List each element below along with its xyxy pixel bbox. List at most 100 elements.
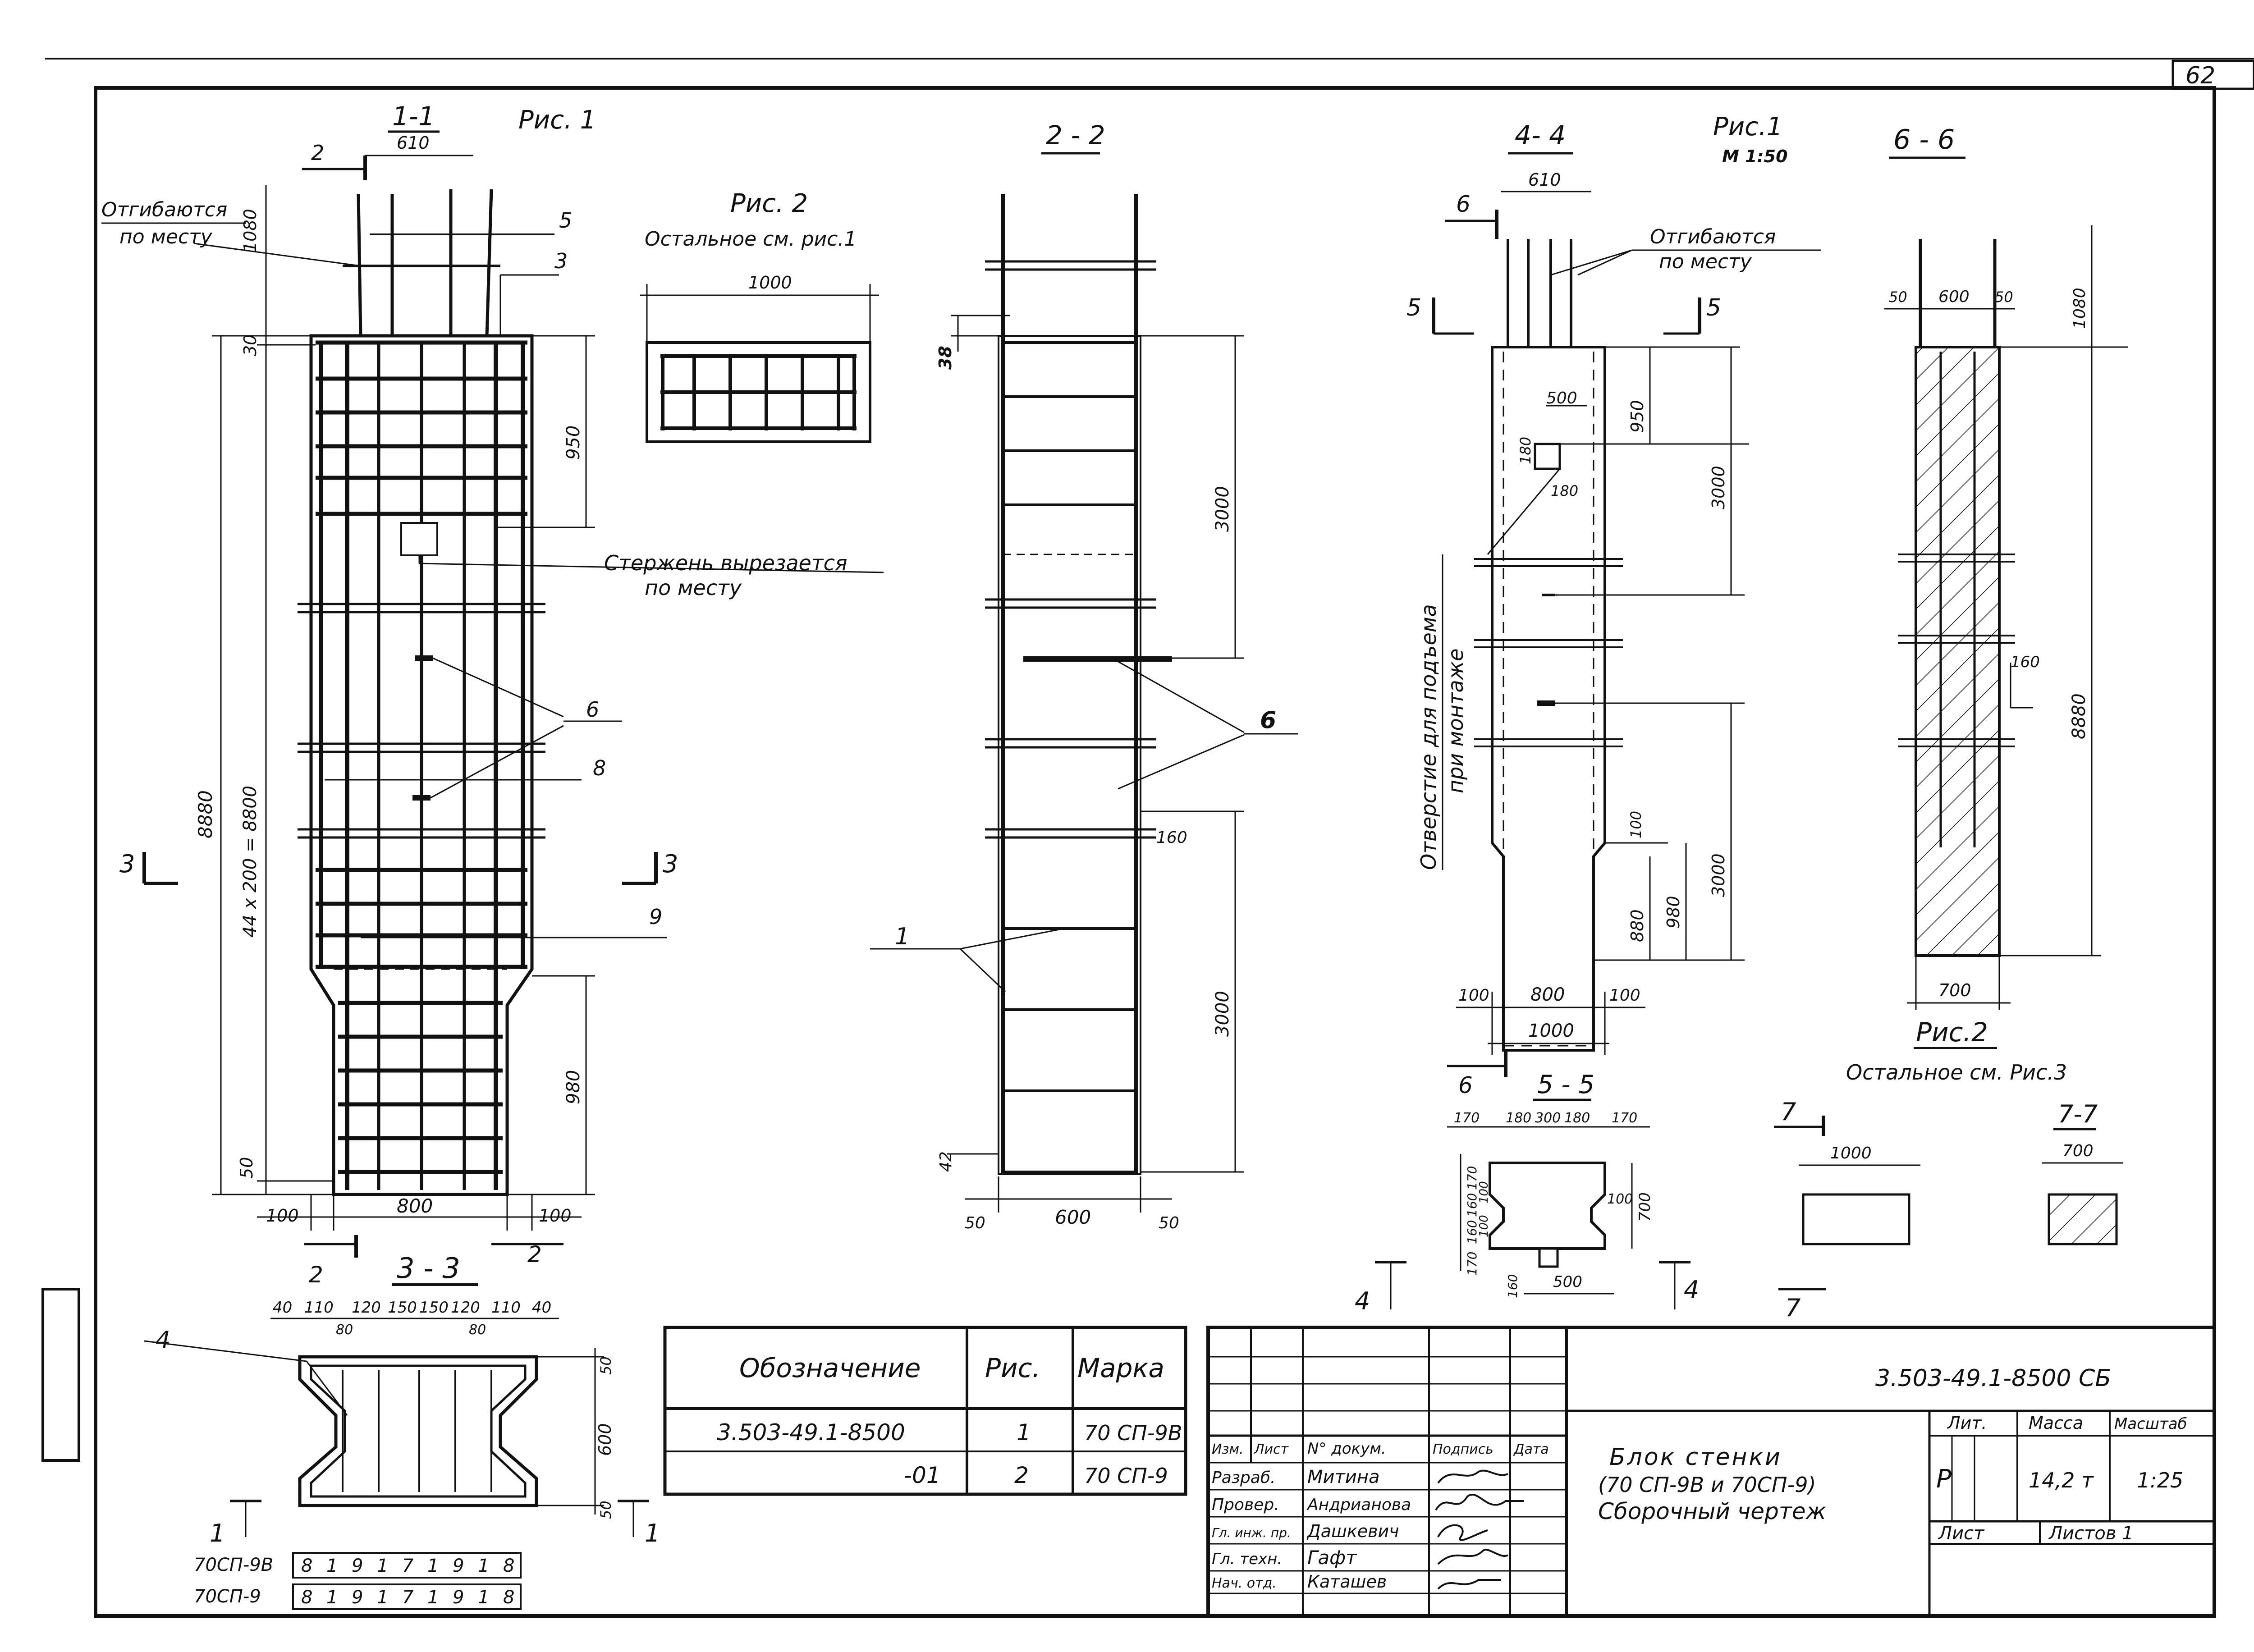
- dims-bottom-4-4: 100 800 100 1000: [1456, 984, 1645, 1055]
- dim-8880-66: 8880: [2069, 693, 2089, 739]
- dim-55-left-170a: 170: [1465, 1166, 1480, 1190]
- section-2-2-title: 2 - 2: [1046, 120, 1105, 151]
- dim-1000-77: 1000: [1830, 1144, 1872, 1162]
- dim-100-44-left: 100: [1458, 986, 1489, 1005]
- code-1-digit-8: 8: [503, 1587, 514, 1608]
- section-6-6: 6 - 6 50 600 50 160 1080 8880 700: [1846, 124, 2128, 1085]
- code-1-digit-3: 1: [377, 1587, 388, 1608]
- dim-55-top-1: 180: [1506, 1110, 1531, 1126]
- section-7-7: 7 1000 7 7-7 700: [1774, 1098, 2123, 1322]
- hole-note-1: Отверстие для подъема: [1416, 604, 1441, 870]
- dim-100-44: 100: [1627, 811, 1645, 838]
- section-3-3-title: 3 - 3: [397, 1252, 460, 1285]
- product-codes: 70СП-9В 8 1 9 1 7 1 9 1 8 70СП-9 8 1 9 1…: [194, 1552, 522, 1610]
- stirrups-2-2: [985, 341, 1172, 1173]
- dim-950: 950: [563, 426, 584, 460]
- fig2-caption-66: Рис.2: [1916, 1017, 1988, 1048]
- cut-rod-marker: [400, 522, 438, 556]
- section-1-1-title: 1-1: [392, 101, 435, 132]
- scale-label-44: М 1:50: [1722, 146, 1788, 166]
- spec-row-0-fig: 1: [1017, 1419, 1031, 1446]
- tb-role-0: Разраб.: [1212, 1469, 1275, 1487]
- pos-5-label: 5: [559, 208, 572, 233]
- code-0-digit-2: 9: [352, 1556, 363, 1576]
- dim-700-66: 700: [1938, 980, 1971, 1000]
- dim-880: 880: [1627, 909, 1647, 942]
- dim-30: 30: [240, 334, 260, 356]
- dim-180-left: 180: [1517, 437, 1534, 464]
- dim-55-top-3: 180: [1564, 1110, 1590, 1126]
- pos-8-label: 8: [593, 756, 606, 780]
- spec-row-1-mark: 70 СП-9: [1084, 1464, 1168, 1488]
- tb-product-2: (70 СП-9В и 70СП-9): [1598, 1473, 1816, 1497]
- dim-100-left: 100: [266, 1206, 299, 1226]
- code-1-digit-7: 1: [478, 1587, 489, 1608]
- hatched-section-66: [1915, 346, 2001, 957]
- dim-33-top-7: 40: [532, 1299, 551, 1317]
- mesh-horizontals-mid: [298, 603, 545, 839]
- code-label-0: 70СП-9В: [194, 1555, 273, 1575]
- spec-row-0-designation: 3.503-49.1-8500: [717, 1419, 905, 1446]
- dim-55-left-170b: 170: [1465, 1252, 1480, 1276]
- dim-55-left-100b: 100: [1477, 1215, 1491, 1237]
- dim-33-top-4: 150: [419, 1299, 449, 1317]
- fig1-caption: Рис. 1: [518, 105, 596, 135]
- tb-name-1: Андрианова: [1306, 1496, 1411, 1514]
- dim-55-left-160b: 160: [1465, 1220, 1480, 1244]
- dim-55-top-0: 170: [1454, 1110, 1480, 1126]
- spec-row-1-designation: -01: [904, 1462, 941, 1488]
- dim-38: 38: [935, 346, 955, 370]
- tb-scale-label: Масштаб: [2114, 1415, 2187, 1433]
- tb-name-3: Гафт: [1307, 1547, 1357, 1569]
- section-3-3: 3 - 3 40 110 120 150 150 120 110 40 80 8…: [144, 1252, 660, 1547]
- dim-55-top-2: 300: [1535, 1110, 1561, 1126]
- dim-55-top-4: 170: [1612, 1110, 1637, 1126]
- mesh-horizontals-top: [316, 340, 527, 516]
- dim-600-33: 600: [595, 1423, 615, 1456]
- sheet-frame: 62: [41, 58, 2254, 1618]
- dim-1080-66: 1080: [2071, 288, 2089, 329]
- fig2-caption: Рис. 2: [730, 189, 808, 218]
- fig1-caption-44: Рис.1: [1713, 112, 1782, 142]
- dim-55-left-100a: 100: [1477, 1181, 1491, 1204]
- code-0-digit-7: 1: [478, 1556, 489, 1576]
- tb-col-list: Лист: [1254, 1441, 1289, 1457]
- fig2-note: Остальное см. рис.1: [645, 228, 857, 251]
- dim-80-right: 80: [469, 1322, 486, 1338]
- tb-lit-label: Лит.: [1947, 1413, 1987, 1433]
- cut7-bottom-label: 7: [1785, 1294, 1800, 1322]
- cut1-right-label: 1: [645, 1519, 660, 1547]
- dim-50: 50: [237, 1157, 257, 1179]
- cut2-right-label: 2: [527, 1241, 542, 1268]
- spec-header-mark: Марка: [1077, 1353, 1164, 1383]
- dim-55-bottom-500: 500: [1553, 1273, 1582, 1291]
- cut6-bottom-label: 6: [1458, 1072, 1473, 1098]
- dim-100-right: 100: [539, 1206, 572, 1226]
- dim-3000-44-upper: 3000: [1709, 466, 1728, 509]
- pos-6-2-2: 6: [1260, 707, 1276, 734]
- code-0-digit-6: 9: [453, 1556, 464, 1576]
- tb-sheet-label: Лист: [1938, 1523, 1985, 1544]
- bend-note-1: Отгибаются: [101, 198, 227, 221]
- code-0-digit-3: 1: [377, 1556, 388, 1576]
- pos-6-44: 6: [1456, 191, 1471, 217]
- dim-50-left-2-2: 50: [965, 1214, 985, 1232]
- dim-500-hole: 500: [1546, 389, 1577, 407]
- dim-80-left: 80: [336, 1322, 353, 1338]
- cut5-right-label: 5: [1706, 294, 1721, 321]
- tb-role-3: Гл. техн.: [1212, 1550, 1282, 1568]
- pos-4-label: 4: [156, 1327, 170, 1354]
- dims-bottom-1-1: 100 800 100: [257, 1194, 582, 1231]
- spec-header-fig: Рис.: [985, 1353, 1040, 1383]
- section-1-1: 1-1 Рис. 1 610 2 Отгибаются по месту 5 3: [101, 101, 884, 1288]
- dim-33-top-3: 150: [388, 1299, 417, 1317]
- block-outline-7-7a: [1802, 1193, 1910, 1245]
- cut7-top-label: 7: [1781, 1098, 1796, 1126]
- code-label-1: 70СП-9: [194, 1586, 261, 1607]
- pos-1-2-2: 1: [895, 923, 910, 950]
- section-4-4-title: 4- 4: [1515, 120, 1566, 151]
- cut2-bottom-label: 2: [309, 1262, 323, 1288]
- tb-role-1: Провер.: [1212, 1496, 1279, 1514]
- rebar-mesh-1-1: [298, 340, 545, 1190]
- cut3-right-label: 3: [663, 850, 678, 878]
